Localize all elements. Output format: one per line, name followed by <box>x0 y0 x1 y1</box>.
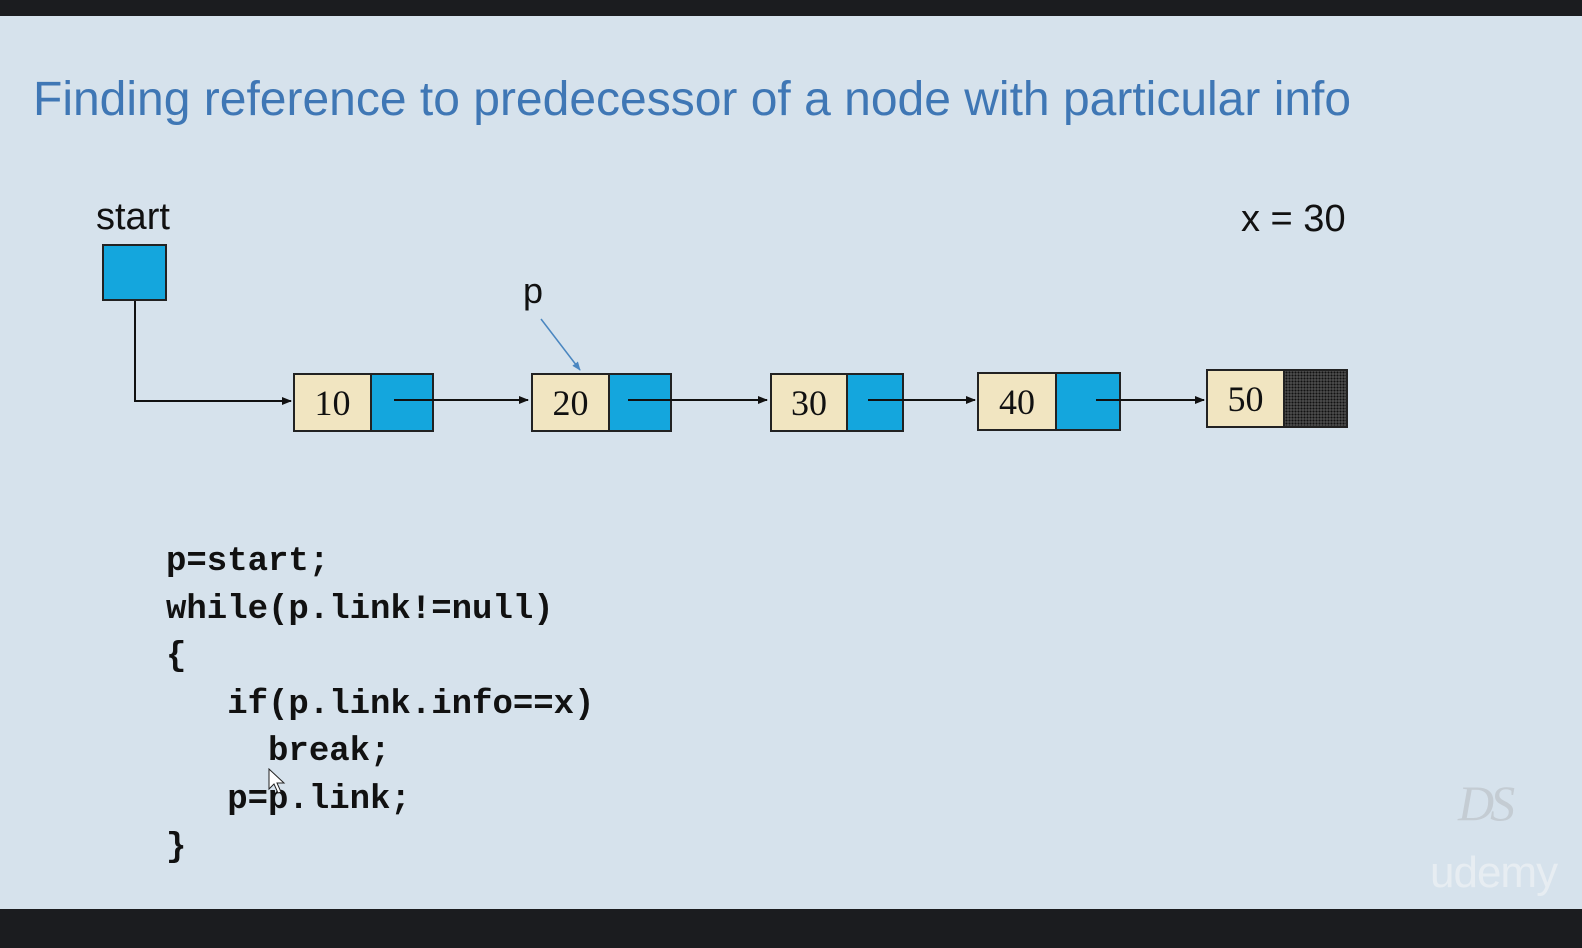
list-node-last: 50 <box>1206 369 1348 428</box>
search-value-label: x = 30 <box>1241 198 1346 240</box>
null-link <box>1285 371 1346 426</box>
slide: Finding reference to predecessor of a no… <box>0 16 1582 909</box>
node-link <box>610 375 670 430</box>
node-info: 10 <box>295 375 372 430</box>
code-line: p=p.link; <box>166 780 411 819</box>
node-info: 20 <box>533 375 610 430</box>
code-line: p=start; <box>166 543 330 581</box>
node-link <box>372 375 432 430</box>
start-reference-box <box>102 244 167 301</box>
list-node: 10 <box>293 373 434 432</box>
code-line: break; <box>166 733 391 772</box>
node-link <box>1057 374 1119 429</box>
pointer-p-arrow <box>540 318 581 371</box>
code-block: p=start; while(p.link!=null) { if(p.link… <box>166 539 594 872</box>
node-info: 40 <box>979 374 1057 429</box>
code-line: while(p.link!=null) <box>166 590 554 629</box>
list-node: 30 <box>770 373 904 432</box>
node-info: 30 <box>772 375 848 430</box>
mouse-cursor-icon <box>268 768 286 794</box>
list-node: 20 <box>531 373 672 432</box>
code-line: } <box>166 828 187 867</box>
node-link <box>848 375 902 430</box>
start-arrow <box>134 301 292 405</box>
code-line: { <box>166 638 187 677</box>
ds-logo-watermark: DS <box>1458 775 1515 831</box>
pointer-p-label: p <box>523 270 544 311</box>
code-line: if(p.link.info==x) <box>166 685 595 724</box>
udemy-watermark: udemy <box>1430 848 1558 897</box>
slide-title: Finding reference to predecessor of a no… <box>33 73 1352 126</box>
start-label: start <box>96 196 170 238</box>
list-node: 40 <box>977 372 1121 431</box>
node-info: 50 <box>1208 371 1285 426</box>
